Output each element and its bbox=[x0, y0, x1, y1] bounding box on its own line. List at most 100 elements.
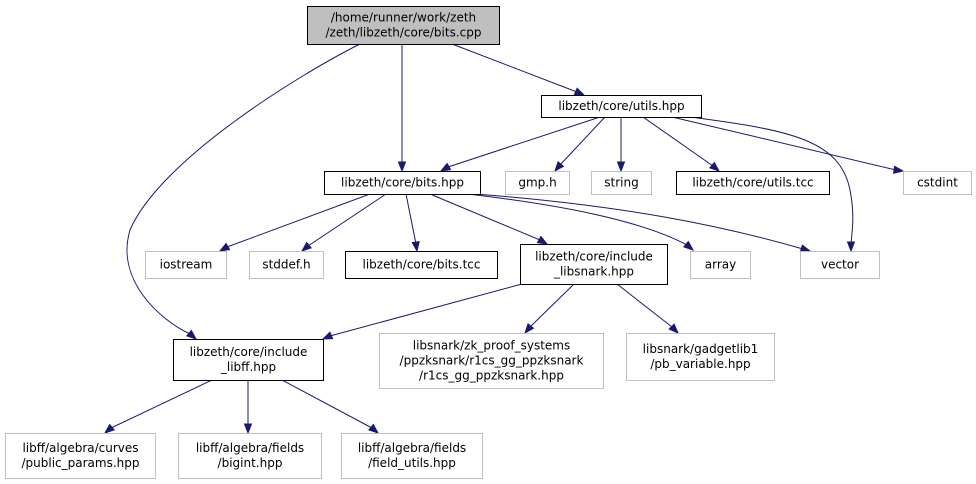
edge-arrowhead bbox=[243, 423, 253, 435]
edge-bits_hpp-to-array bbox=[467, 193, 695, 251]
node-box bbox=[249, 251, 324, 279]
node-box bbox=[5, 433, 156, 479]
node-r1cs-gg-ppzksnark: libsnark/zk_proof_systems/ppzksnark/r1cs… bbox=[379, 333, 604, 389]
edge-utils_hpp-to-bits_hpp bbox=[439, 116, 601, 172]
edge-arrowhead bbox=[846, 241, 856, 253]
node-label-line: libff/algebra/fields bbox=[196, 441, 304, 455]
edge-utils_hpp-to-gmp_h bbox=[554, 116, 606, 173]
node-label-line: cstdint bbox=[917, 176, 958, 190]
node-bits-cpp[interactable]: /home/runner/work/zeth/zeth/libzeth/core… bbox=[307, 6, 500, 45]
node-pb-variable: libsnark/gadgetlib1/pb_variable.hpp bbox=[626, 333, 775, 381]
node-include-libsnark[interactable]: libzeth/core/include_libsnark.hpp bbox=[520, 244, 668, 285]
node-label-line: /bigint.hpp bbox=[218, 456, 283, 470]
node-label-line: /r1cs_gg_ppzksnark.hpp bbox=[419, 369, 564, 383]
edge-utils_hpp-to-cstdint bbox=[671, 116, 905, 174]
node-box bbox=[341, 433, 483, 479]
edge-line bbox=[529, 283, 575, 328]
edge-bits_hpp-to-vector bbox=[474, 193, 812, 253]
edge-line bbox=[616, 283, 673, 328]
node-label-line: stddef.h bbox=[262, 258, 310, 272]
edge-arrowhead bbox=[554, 160, 565, 173]
node-utils-hpp[interactable]: libzeth/core/utils.hpp bbox=[541, 95, 702, 118]
node-box bbox=[173, 339, 324, 381]
edge-line bbox=[451, 43, 578, 93]
node-label-line: _libsnark.hpp bbox=[553, 265, 634, 279]
edge-line bbox=[110, 379, 213, 429]
node-label-line: string bbox=[604, 176, 638, 190]
node-bigint: libff/algebra/fields/bigint.hpp bbox=[178, 433, 322, 479]
edge-arrowhead bbox=[218, 242, 231, 252]
edge-line bbox=[281, 379, 373, 429]
edge-line bbox=[559, 116, 606, 166]
edge-bits_hpp-to-stddef_h bbox=[300, 193, 387, 252]
edge-bits_hpp-to-bits_tcc bbox=[405, 193, 420, 253]
edge-include_libsnark-to-pb_variable bbox=[616, 283, 679, 334]
edge-line bbox=[405, 193, 417, 245]
edge-include_libsnark-to-include_libff bbox=[321, 283, 523, 340]
node-box bbox=[307, 6, 500, 45]
node-label-line: libff/algebra/fields bbox=[358, 441, 466, 455]
node-box bbox=[345, 251, 498, 279]
node-box bbox=[520, 244, 668, 285]
edge-bits_cpp-to-utils_hpp bbox=[451, 43, 586, 96]
nodes-layer: /home/runner/work/zeth/zeth/libzeth/core… bbox=[5, 6, 972, 479]
node-box bbox=[324, 171, 481, 195]
node-cstdint: cstdint bbox=[903, 171, 972, 195]
node-box bbox=[676, 171, 830, 195]
edge-arrowhead bbox=[397, 161, 407, 173]
node-label-line: libzeth/core/bits.tcc bbox=[363, 258, 481, 272]
node-iostream: iostream bbox=[145, 251, 227, 279]
edge-line bbox=[126, 43, 361, 335]
edge-arrowhead bbox=[103, 423, 116, 434]
node-box bbox=[178, 433, 322, 479]
edge-arrowhead bbox=[573, 87, 586, 96]
edge-arrowhead bbox=[300, 241, 313, 252]
node-array: array bbox=[690, 251, 751, 279]
node-bits-hpp[interactable]: libzeth/core/bits.hpp bbox=[324, 171, 481, 195]
node-label-line: libzeth/core/utils.tcc bbox=[692, 176, 813, 190]
node-label-line: /pb_variable.hpp bbox=[650, 357, 750, 371]
node-box bbox=[505, 171, 570, 195]
edge-arrowhead bbox=[439, 162, 452, 172]
edge-arrowhead bbox=[367, 423, 380, 434]
edge-arrowhead bbox=[616, 161, 626, 173]
edge-bits_cpp-to-bits_hpp bbox=[397, 44, 407, 173]
node-label-line: libzeth/core/bits.hpp bbox=[341, 176, 464, 190]
edge-arrowhead bbox=[682, 240, 695, 251]
edge-arrowhead bbox=[799, 244, 812, 253]
edge-line bbox=[307, 193, 387, 247]
node-box bbox=[690, 251, 751, 279]
node-label-line: /ppzksnark/r1cs_gg_ppzksnark bbox=[400, 354, 584, 368]
edge-line bbox=[689, 116, 854, 245]
node-label-line: array bbox=[705, 258, 736, 272]
node-label-line: /zeth/libzeth/core/bits.cpp bbox=[326, 26, 482, 40]
edge-line bbox=[226, 193, 371, 248]
edge-line bbox=[329, 283, 523, 337]
node-box bbox=[145, 251, 227, 279]
node-box bbox=[800, 251, 880, 279]
node-label-line: gmp.h bbox=[518, 176, 556, 190]
edge-include_libff-to-public_params bbox=[103, 379, 213, 434]
edge-arrowhead bbox=[411, 240, 420, 253]
edge-bits_hpp-to-include_libsnark bbox=[429, 193, 549, 245]
edge-bits_cpp-to-include_libff bbox=[126, 43, 361, 340]
edge-arrowhead bbox=[321, 331, 334, 340]
node-box bbox=[541, 95, 702, 118]
node-bits-tcc[interactable]: libzeth/core/bits.tcc bbox=[345, 251, 498, 279]
node-utils-tcc[interactable]: libzeth/core/utils.tcc bbox=[676, 171, 830, 195]
edges-layer bbox=[103, 43, 905, 435]
edge-arrowhead bbox=[185, 329, 198, 340]
edge-line bbox=[474, 193, 804, 250]
edge-arrowhead bbox=[668, 323, 679, 334]
node-include-libff[interactable]: libzeth/core/include_libff.hpp bbox=[173, 339, 324, 381]
node-gmp-h: gmp.h bbox=[505, 171, 570, 195]
node-label-line: libzeth/core/include bbox=[190, 345, 308, 359]
edge-line bbox=[642, 116, 714, 167]
edge-line bbox=[671, 116, 897, 171]
node-label-line: libsnark/zk_proof_systems bbox=[413, 339, 571, 353]
node-vector: vector bbox=[800, 251, 880, 279]
edge-arrowhead bbox=[524, 322, 535, 335]
node-box bbox=[379, 333, 604, 389]
